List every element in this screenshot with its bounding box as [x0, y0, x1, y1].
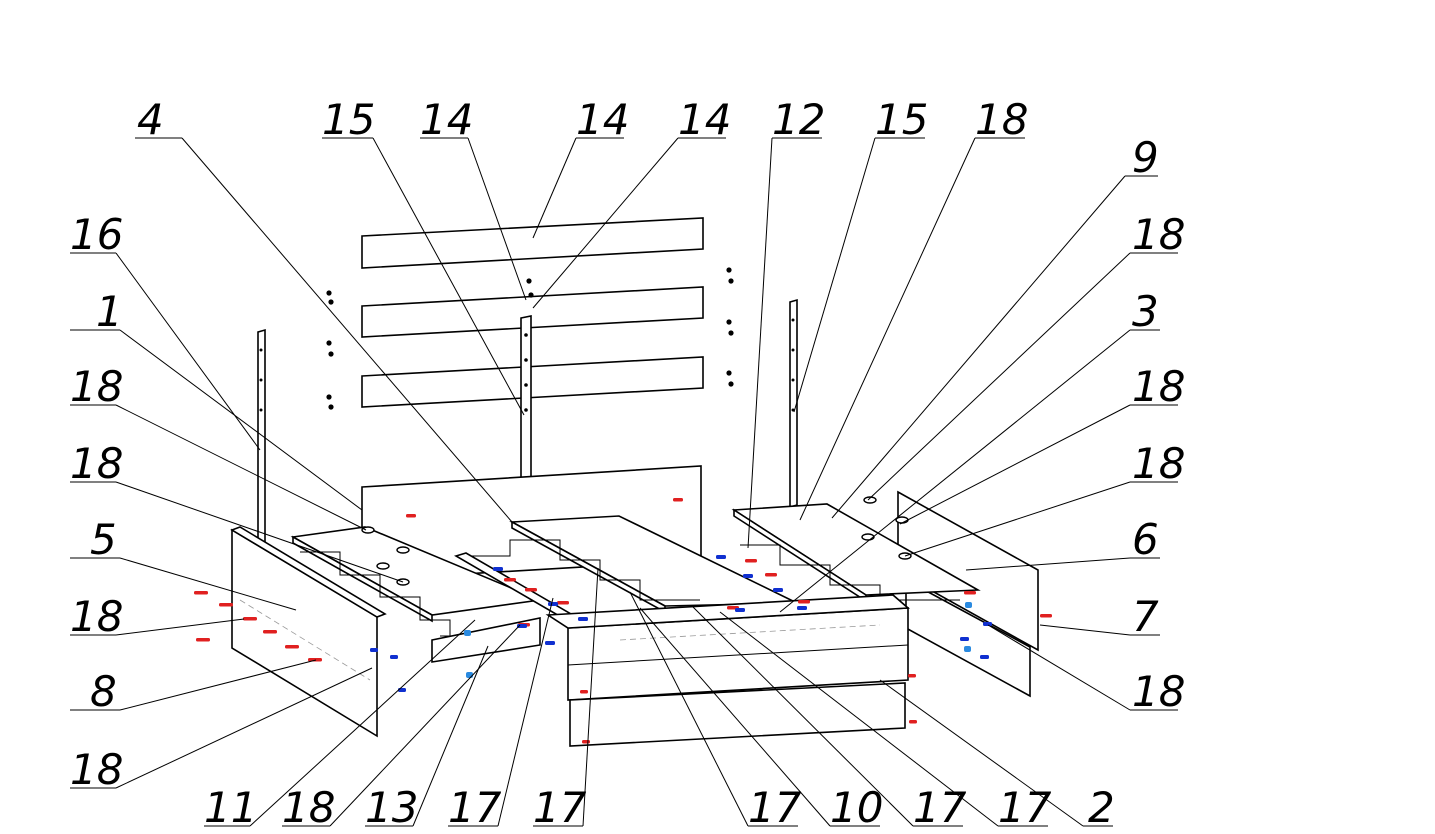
- callout-8: 8: [90, 667, 117, 716]
- callout-17: 17: [748, 783, 802, 832]
- front-panel-top-edge: [545, 594, 911, 629]
- front-panel-mid-line: [567, 644, 909, 666]
- callout-17: 17: [533, 783, 587, 832]
- assembly-parts: [194, 217, 1052, 747]
- callout-18: 18: [70, 745, 123, 794]
- callout-6: 6: [1132, 515, 1159, 564]
- callout-3: 3: [1132, 287, 1159, 336]
- right-post: [789, 298, 798, 509]
- callout-10: 10: [830, 783, 883, 832]
- callout-18: 18: [1132, 362, 1185, 411]
- frame-center: [470, 539, 700, 601]
- callout-18: 18: [70, 362, 123, 411]
- callout-18: 18: [70, 439, 123, 488]
- back-slat-3: [361, 356, 704, 408]
- callout-1: 1: [96, 287, 123, 336]
- back-slat-1: [361, 217, 704, 269]
- callout-15: 15: [875, 95, 928, 144]
- callout-18: 18: [282, 783, 335, 832]
- front-panel-lower: [569, 682, 906, 747]
- callout-13: 13: [365, 783, 418, 832]
- callout-labels: 4 15 14 14 14 12 15 18 9 18 3 18 18 6 7 …: [70, 95, 1185, 832]
- callout-17: 17: [998, 783, 1052, 832]
- callout-2: 2: [1088, 783, 1115, 832]
- callout-14: 14: [678, 95, 731, 144]
- hidden-line-1: [239, 599, 371, 681]
- callout-4: 4: [137, 95, 164, 144]
- callout-11: 11: [204, 783, 257, 832]
- slat-fasteners: [326, 267, 734, 410]
- callout-18: 18: [1132, 667, 1185, 716]
- top-board-left-thickness: [292, 535, 433, 623]
- callout-9: 9: [1132, 133, 1159, 182]
- hidden-line-2: [619, 624, 881, 641]
- post-holes: [259, 318, 795, 412]
- callout-14: 14: [420, 95, 473, 144]
- callout-18: 18: [1132, 210, 1185, 259]
- callout-18: 18: [70, 592, 123, 641]
- callout-17: 17: [913, 783, 967, 832]
- left-side-panel-edge: [230, 526, 387, 618]
- callout-15: 15: [322, 95, 375, 144]
- callout-5: 5: [90, 515, 117, 564]
- lower-rail-left: [431, 617, 541, 663]
- callout-16: 16: [70, 210, 123, 259]
- left-post: [257, 328, 266, 552]
- callout-12: 12: [772, 95, 825, 144]
- fasteners-blue: [370, 555, 992, 692]
- back-slat-2: [361, 286, 704, 338]
- frame-left: [300, 551, 451, 637]
- callout-7: 7: [1132, 592, 1159, 641]
- callout-17: 17: [448, 783, 502, 832]
- leader-lines: [70, 137, 1178, 827]
- callout-14: 14: [576, 95, 629, 144]
- callout-18: 18: [975, 95, 1028, 144]
- callout-18: 18: [1132, 439, 1185, 488]
